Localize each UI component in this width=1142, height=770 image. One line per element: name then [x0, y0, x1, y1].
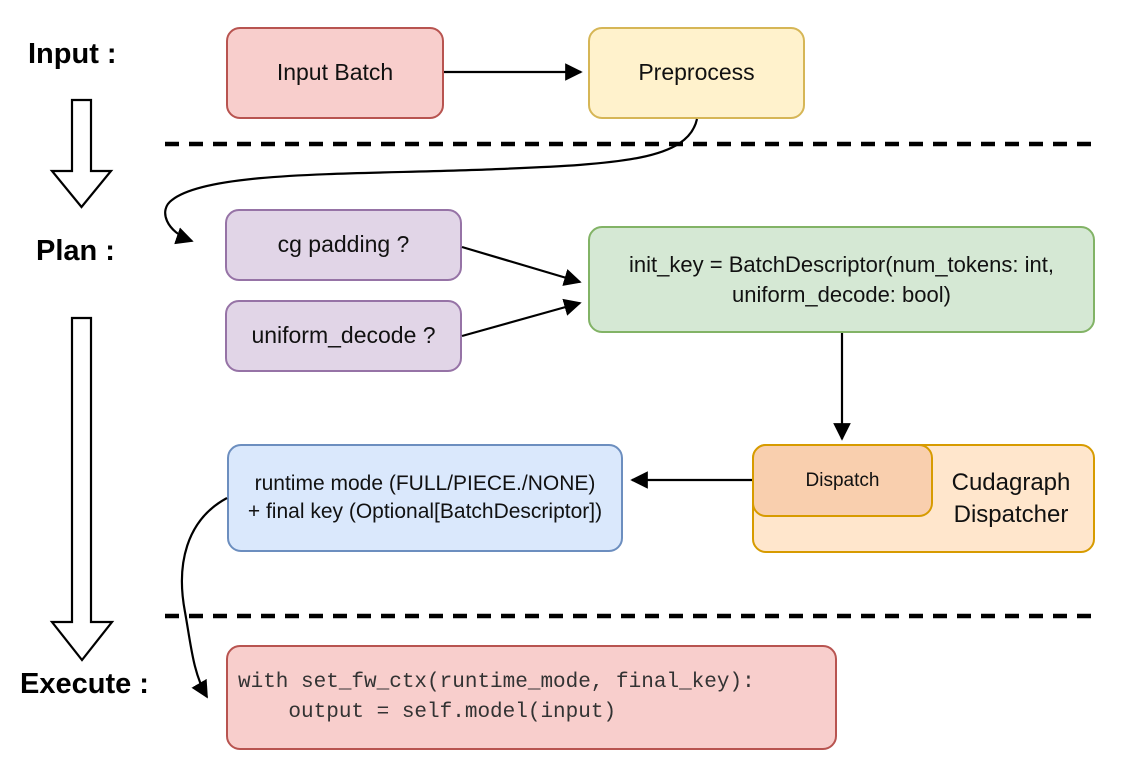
input-batch-node: Input Batch	[226, 27, 444, 119]
input-batch-label: Input Batch	[276, 59, 394, 86]
input-section-label: Input :	[28, 38, 117, 70]
init-key-line1: init_key = BatchDescriptor(num_tokens: i…	[629, 251, 1054, 277]
preprocess-node: Preprocess	[588, 27, 805, 119]
arrow-runtimemode-to-execute	[180, 497, 228, 699]
cudagraph-dispatcher-label: Cudagraph Dispatcher	[951, 469, 1071, 528]
uniform-decode-node: uniform_decode ?	[225, 300, 462, 372]
execute-code-line1: with set_fw_ctx(runtime_mode, final_key)…	[238, 670, 755, 694]
cg-padding-node: cg padding ?	[225, 209, 462, 281]
execute-code-line2: output = self.model(input)	[238, 700, 617, 724]
arrow-cgpadding-to-initkey	[461, 245, 582, 286]
cg-padding-label: cg padding ?	[277, 231, 410, 258]
runtime-mode-node: runtime mode (FULL/PIECE./NONE) + final …	[227, 444, 623, 552]
init-key-node: init_key = BatchDescriptor(num_tokens: i…	[588, 226, 1095, 333]
execute-code-node: with set_fw_ctx(runtime_mode, final_key)…	[226, 645, 837, 750]
input-to-plan-big-arrow-icon	[49, 98, 114, 209]
plan-to-execute-big-arrow-icon	[49, 316, 115, 662]
execute-section-label: Execute :	[20, 668, 149, 700]
init-key-line2: uniform_decode: bool)	[732, 281, 951, 307]
runtime-mode-line2: + final key (Optional[BatchDescriptor])	[247, 500, 603, 523]
runtime-mode-line1: runtime mode (FULL/PIECE./NONE)	[254, 471, 596, 495]
preprocess-label: Preprocess	[638, 59, 755, 86]
plan-section-label: Plan :	[36, 235, 115, 267]
arrow-uniformdecode-to-initkey	[461, 298, 582, 338]
uniform-decode-label: uniform_decode ?	[251, 322, 436, 349]
dispatch-label: Dispatch	[805, 469, 880, 491]
dispatch-node: Dispatch	[752, 444, 933, 517]
